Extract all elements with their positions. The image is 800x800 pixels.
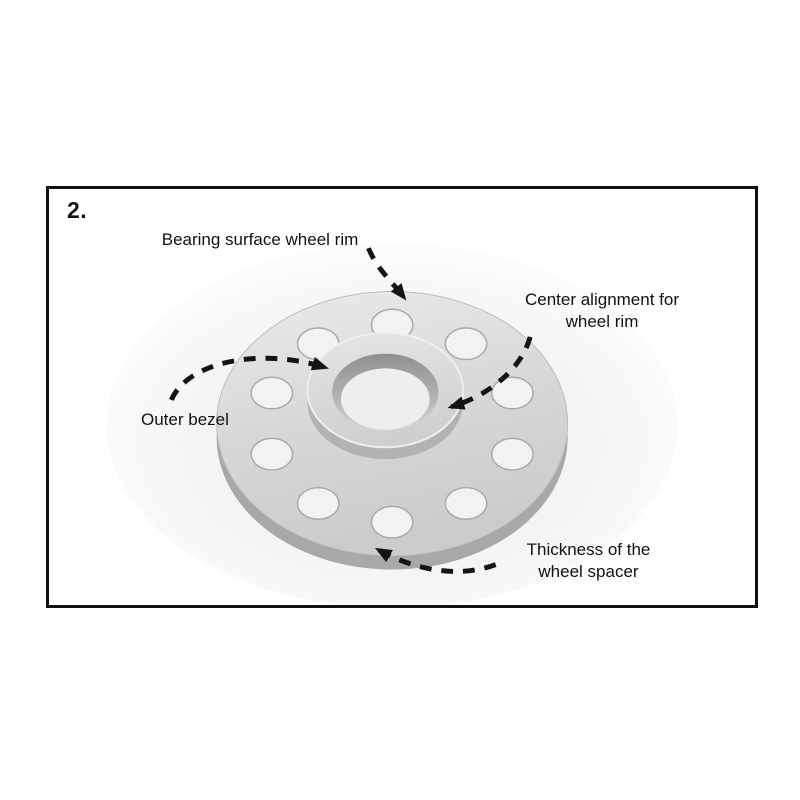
bolt-hole — [296, 486, 340, 520]
label-bearing-surface-text: Bearing surface wheel rim — [161, 230, 359, 249]
bolt-hole — [370, 505, 414, 539]
step-number: 2. — [67, 197, 88, 223]
bolt-hole — [490, 437, 534, 471]
label-thickness-line2: wheel spacer — [538, 562, 639, 582]
arrow-outer-bezel — [169, 355, 329, 402]
bolt-holes — [250, 308, 534, 539]
arrow-center-alignment — [447, 336, 533, 410]
wheel-spacer-illustration — [106, 243, 678, 605]
label-center-alignment-line1: Center alignment for — [524, 290, 680, 309]
bolt-hole — [250, 376, 294, 410]
label-thickness-line1: Thickness of the — [526, 540, 651, 559]
diagram-frame: 2. Bearing surface wheel rim Center alig… — [46, 186, 758, 608]
label-bearing-surface: Bearing surface wheel rim — [135, 229, 385, 251]
label-outer-bezel-text: Outer bezel — [141, 410, 229, 429]
bolt-hole — [444, 327, 488, 361]
label-center-alignment: Center alignment for wheel rim — [497, 289, 707, 333]
label-center-alignment-line2: wheel rim — [565, 312, 639, 332]
arrow-thickness — [374, 547, 497, 574]
bolt-hole — [444, 486, 488, 520]
arrow-bearing-surface — [366, 247, 407, 301]
bolt-hole — [490, 376, 534, 410]
center-bore-opening — [340, 368, 430, 430]
bolt-hole — [250, 437, 294, 471]
label-outer-bezel: Outer bezel — [141, 409, 229, 431]
label-thickness: Thickness of the wheel spacer — [501, 539, 676, 583]
